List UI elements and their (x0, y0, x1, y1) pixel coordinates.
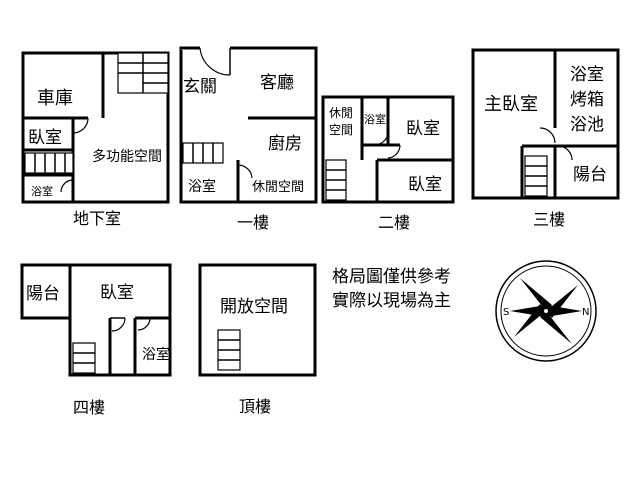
compass-rose: S N (495, 260, 597, 362)
room-label-spa-2: 烤箱 (570, 90, 604, 110)
floor-caption-third: 三樓 (533, 210, 565, 229)
door-swing (539, 127, 556, 144)
second-floor-plan: 休閒 空間 浴室 臥室 臥室 二樓 (321, 95, 455, 232)
compass-point (540, 311, 572, 344)
floor-caption-second: 二樓 (378, 213, 410, 232)
stairs (117, 52, 169, 94)
room-label-spa-1: 浴室 (570, 65, 604, 85)
door-swing (137, 317, 151, 331)
room-label-open-space: 開放空間 (220, 297, 288, 317)
third-floor-outline (471, 48, 620, 200)
roof-outline (198, 263, 317, 377)
room-label-leisure: 休閒空間 (252, 180, 304, 195)
room-label-bedroom: 臥室 (100, 283, 134, 303)
first-floor-outline (179, 46, 318, 204)
third-floor-plan: 主臥室 浴室 烤箱 浴池 陽台 三樓 (471, 48, 620, 229)
stairs (325, 159, 347, 201)
floor-caption-first: 一樓 (237, 213, 269, 232)
door-swing (199, 47, 231, 76)
room-label-bathroom: 浴室 (142, 346, 170, 363)
compass-north-label: N (582, 307, 589, 318)
basement-plan: 車庫 臥室 多功能空間 浴室 地下室 (21, 51, 170, 228)
roof-plan: 開放空間 頂樓 (198, 263, 317, 416)
room-label-balcony: 陽台 (26, 284, 60, 304)
fourth-floor-plan: 陽台 臥室 浴室 四樓 (20, 263, 172, 417)
stairs (182, 142, 224, 164)
room-label-multipurpose: 多功能空間 (92, 148, 162, 165)
room-label-bathroom: 浴室 (188, 178, 216, 195)
room-label-kitchen: 廚房 (268, 133, 302, 154)
disclaimer-note: 格局圖僅供參考 實際以現場為主 (332, 267, 451, 311)
room-label-bathroom: 浴室 (364, 112, 386, 126)
door-swing (111, 317, 126, 332)
door-swing (557, 145, 573, 161)
room-label-bedroom-bottom: 臥室 (408, 175, 442, 195)
stairs (524, 155, 548, 197)
first-floor-plan: 玄關 客廳 廚房 浴室 休閒空間 一樓 (179, 46, 318, 232)
door-swing (373, 127, 389, 146)
room-label-bedroom-top: 臥室 (406, 119, 440, 139)
floor-caption-fourth: 四樓 (73, 398, 105, 417)
room-label-spa-3: 浴池 (570, 115, 604, 135)
door-swing (387, 144, 401, 159)
room-label-leisure-2: 空間 (329, 123, 353, 137)
door-swing (60, 179, 74, 193)
compass-center (544, 309, 548, 313)
stairs (72, 342, 96, 374)
room-label-garage: 車庫 (37, 88, 73, 109)
stairs (24, 152, 74, 174)
compass-point (520, 278, 552, 311)
note-line-2: 實際以現場為主 (332, 291, 451, 311)
room-label-balcony: 陽台 (573, 165, 607, 185)
basement-outline (21, 51, 170, 204)
room-label-leisure-1: 休閒 (329, 106, 353, 120)
fourth-floor-outline (20, 263, 172, 377)
floor-caption-basement: 地下室 (73, 209, 121, 228)
compass-south-label: S (503, 307, 509, 318)
compass-inner-ring (500, 265, 592, 357)
floor-caption-roof: 頂樓 (239, 397, 271, 416)
room-label-bathroom: 浴室 (31, 184, 53, 198)
room-label-entrance: 玄關 (183, 77, 217, 97)
stairs (217, 329, 241, 371)
door-swing (72, 117, 89, 134)
note-line-1: 格局圖僅供參考 (332, 267, 451, 287)
room-label-bedroom: 臥室 (28, 128, 62, 148)
room-label-master-bedroom: 主臥室 (484, 94, 538, 115)
door-swing (237, 164, 253, 179)
room-label-living: 客廳 (260, 73, 294, 93)
